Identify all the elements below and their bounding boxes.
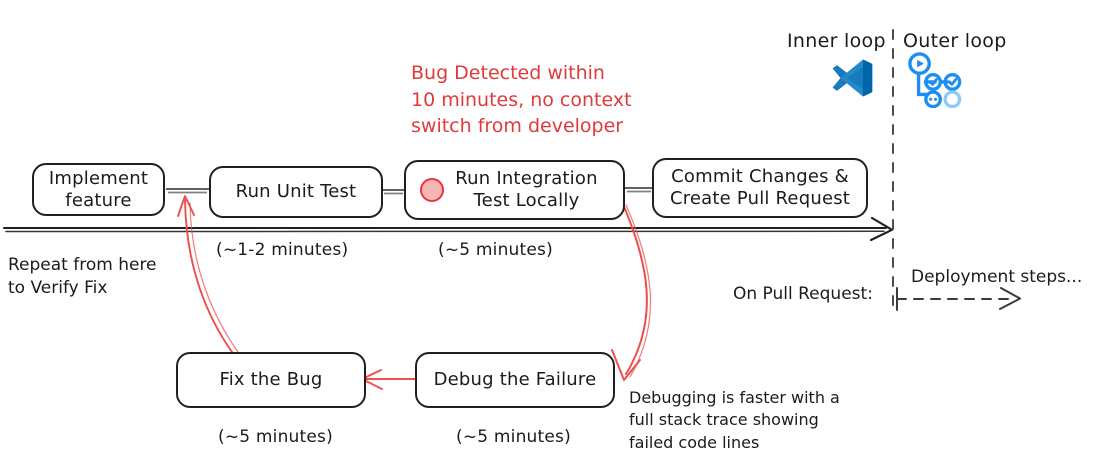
on-pull-request-label: On Pull Request: bbox=[733, 284, 873, 304]
node-commit-changes[interactable]: Commit Changes & Create Pull Request bbox=[652, 158, 868, 218]
node-run-unit-test-label: Run Unit Test bbox=[235, 181, 357, 203]
debugging-note: Debugging is faster with a full stack tr… bbox=[629, 388, 840, 452]
step-link-connectors bbox=[166, 187, 652, 195]
outer-loop-label: Outer loop bbox=[903, 30, 1007, 52]
deployment-arrow bbox=[896, 287, 1021, 311]
timeline-axis bbox=[2, 216, 894, 242]
node-run-integration-test[interactable]: Run Integration Test Locally bbox=[404, 160, 625, 220]
failure-to-debug-arrow bbox=[611, 201, 652, 381]
node-fix-the-bug-label: Fix the Bug bbox=[219, 369, 323, 391]
vscode-icon bbox=[830, 56, 874, 100]
node-commit-changes-label: Commit Changes & Create Pull Request bbox=[669, 166, 851, 209]
duration-run-integration-test: (~5 minutes) bbox=[438, 240, 553, 260]
debug-to-fix-arrow bbox=[361, 369, 416, 390]
duration-fix-the-bug: (~5 minutes) bbox=[218, 427, 333, 447]
node-run-integration-test-label: Run Integration Test Locally bbox=[455, 168, 598, 211]
repeat-loop-arrow bbox=[177, 195, 239, 353]
node-debug-the-failure-label: Debug the Failure bbox=[433, 369, 597, 391]
bug-detected-callout: Bug Detected within 10 minutes, no conte… bbox=[411, 62, 632, 138]
deployment-steps-label: Deployment steps... bbox=[911, 267, 1083, 287]
node-debug-the-failure[interactable]: Debug the Failure bbox=[415, 352, 615, 408]
duration-debug-the-failure: (~5 minutes) bbox=[456, 427, 571, 447]
node-implement-feature[interactable]: Implement feature bbox=[32, 163, 165, 216]
repeat-from-here-note: Repeat from here to Verify Fix bbox=[8, 255, 157, 299]
duration-run-unit-test: (~1-2 minutes) bbox=[216, 240, 349, 260]
inner-loop-label: Inner loop bbox=[787, 30, 886, 52]
node-implement-feature-label: Implement feature bbox=[48, 167, 149, 211]
azure-pipelines-icon bbox=[906, 52, 964, 109]
failure-marker-dot bbox=[420, 178, 444, 202]
node-fix-the-bug[interactable]: Fix the Bug bbox=[176, 352, 366, 408]
node-run-unit-test[interactable]: Run Unit Test bbox=[209, 166, 383, 218]
